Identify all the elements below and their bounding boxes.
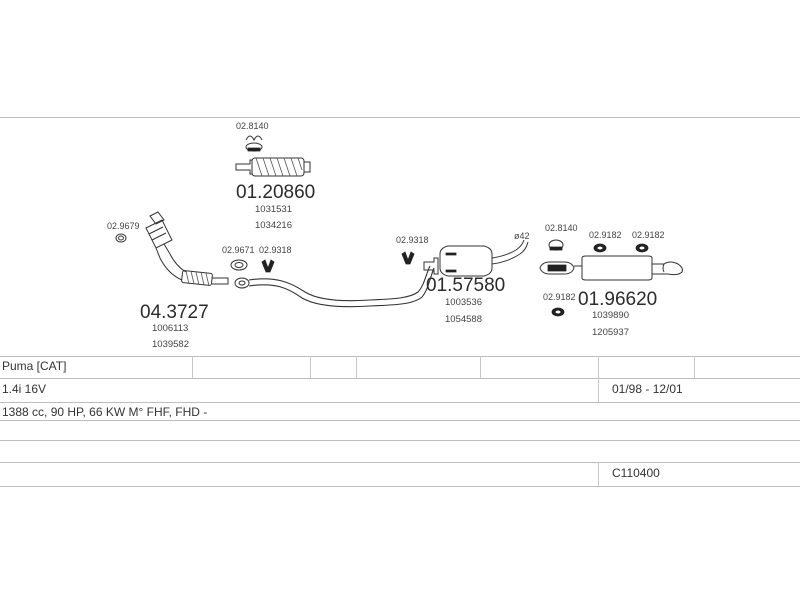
front-clamp-icon (115, 233, 127, 243)
gasket-clamp-icon (261, 259, 275, 273)
rear-clamp-c-number: 02.9182 (632, 230, 665, 240)
front-pipe-group: 02.9679 04.3727 1006113 1039582 (107, 211, 229, 350)
rear-silencer-number: 01.96620 (578, 289, 657, 310)
table-col-divider-1 (192, 356, 193, 378)
center-silencer-number: 01.57580 (426, 275, 505, 296)
flex-clamp-icon (245, 135, 263, 152)
rear-silencer-group: 02.8140 02.9182 02.9182 02.9182 01.9 (539, 223, 683, 338)
vehicle-engine: 1.4i 16V (2, 382, 47, 396)
table-col-divider-7 (598, 462, 599, 486)
middle-pipe (234, 265, 435, 308)
flex-pipe-number: 01.20860 (236, 182, 315, 203)
rear-clamp-a-number: 02.8140 (545, 223, 578, 233)
gasket-icon (230, 259, 248, 271)
rear-clamp-b-number: 02.9182 (589, 230, 622, 240)
rear-clamp-d-number: 02.9182 (543, 292, 576, 302)
center-silencer-ref-2: 1054588 (445, 314, 482, 325)
center-silencer-ref-1: 1003536 (445, 297, 482, 308)
front-clamp-number: 02.9679 (107, 221, 140, 231)
gasket-clamp-number: 02.9318 (259, 245, 292, 255)
vehicle-years: 01/98 - 12/01 (612, 382, 683, 396)
rear-clamp-d-icon (551, 307, 565, 317)
table-col-divider-6 (694, 356, 695, 378)
rear-clamp-a-icon (548, 239, 564, 251)
table-line-5 (0, 440, 800, 441)
front-pipe-number: 04.3727 (140, 302, 209, 323)
center-clamp-icon (401, 251, 415, 265)
rear-clamp-b-icon (593, 243, 607, 253)
table-col-divider-2 (310, 356, 311, 378)
center-silencer-icon (423, 239, 529, 277)
gasket-number: 02.9671 (222, 245, 255, 255)
table-line-2 (0, 378, 800, 379)
flex-clamp-number: 02.8140 (236, 121, 269, 131)
vehicle-code: C110400 (612, 466, 660, 480)
center-silencer-group: 02.9318 ø42 01.57580 1003536 1054588 (396, 231, 530, 325)
vehicle-model: Puma [CAT] (2, 359, 67, 373)
catalyst-icon (145, 211, 187, 281)
flex-pipe-icon (235, 157, 311, 177)
table-line-1 (0, 356, 800, 357)
rear-silencer-ref-1: 1039890 (592, 310, 629, 321)
diameter-label: ø42 (514, 231, 530, 241)
front-pipe-ref-1: 1006113 (152, 323, 188, 334)
center-clamp-number: 02.9318 (396, 235, 429, 245)
diagram-top-border (0, 117, 800, 118)
front-flex-icon (181, 270, 229, 287)
flex-pipe-ref-1: 1031531 (255, 204, 292, 215)
flex-pipe-ref-2: 1034216 (255, 220, 292, 231)
front-pipe-ref-2: 1039582 (152, 339, 189, 350)
table-col-divider-4 (480, 356, 481, 378)
vehicle-specs: 1388 cc, 90 HP, 66 KW M° FHF, FHD - (2, 405, 208, 419)
flex-pipe-group: 02.8140 01.20860 1031531 1034216 (235, 121, 315, 231)
table-col-divider-3 (356, 356, 357, 378)
table-col-divider-5 (598, 356, 599, 402)
rear-silencer-ref-2: 1205937 (592, 327, 629, 338)
rear-clamp-c-icon (635, 243, 649, 253)
table-line-3 (0, 402, 800, 403)
gasket-group: 02.9671 02.9318 (222, 245, 292, 273)
rear-silencer-icon (539, 255, 683, 281)
table-line-7 (0, 486, 800, 487)
table-line-6 (0, 462, 800, 463)
table-line-4 (0, 420, 800, 421)
